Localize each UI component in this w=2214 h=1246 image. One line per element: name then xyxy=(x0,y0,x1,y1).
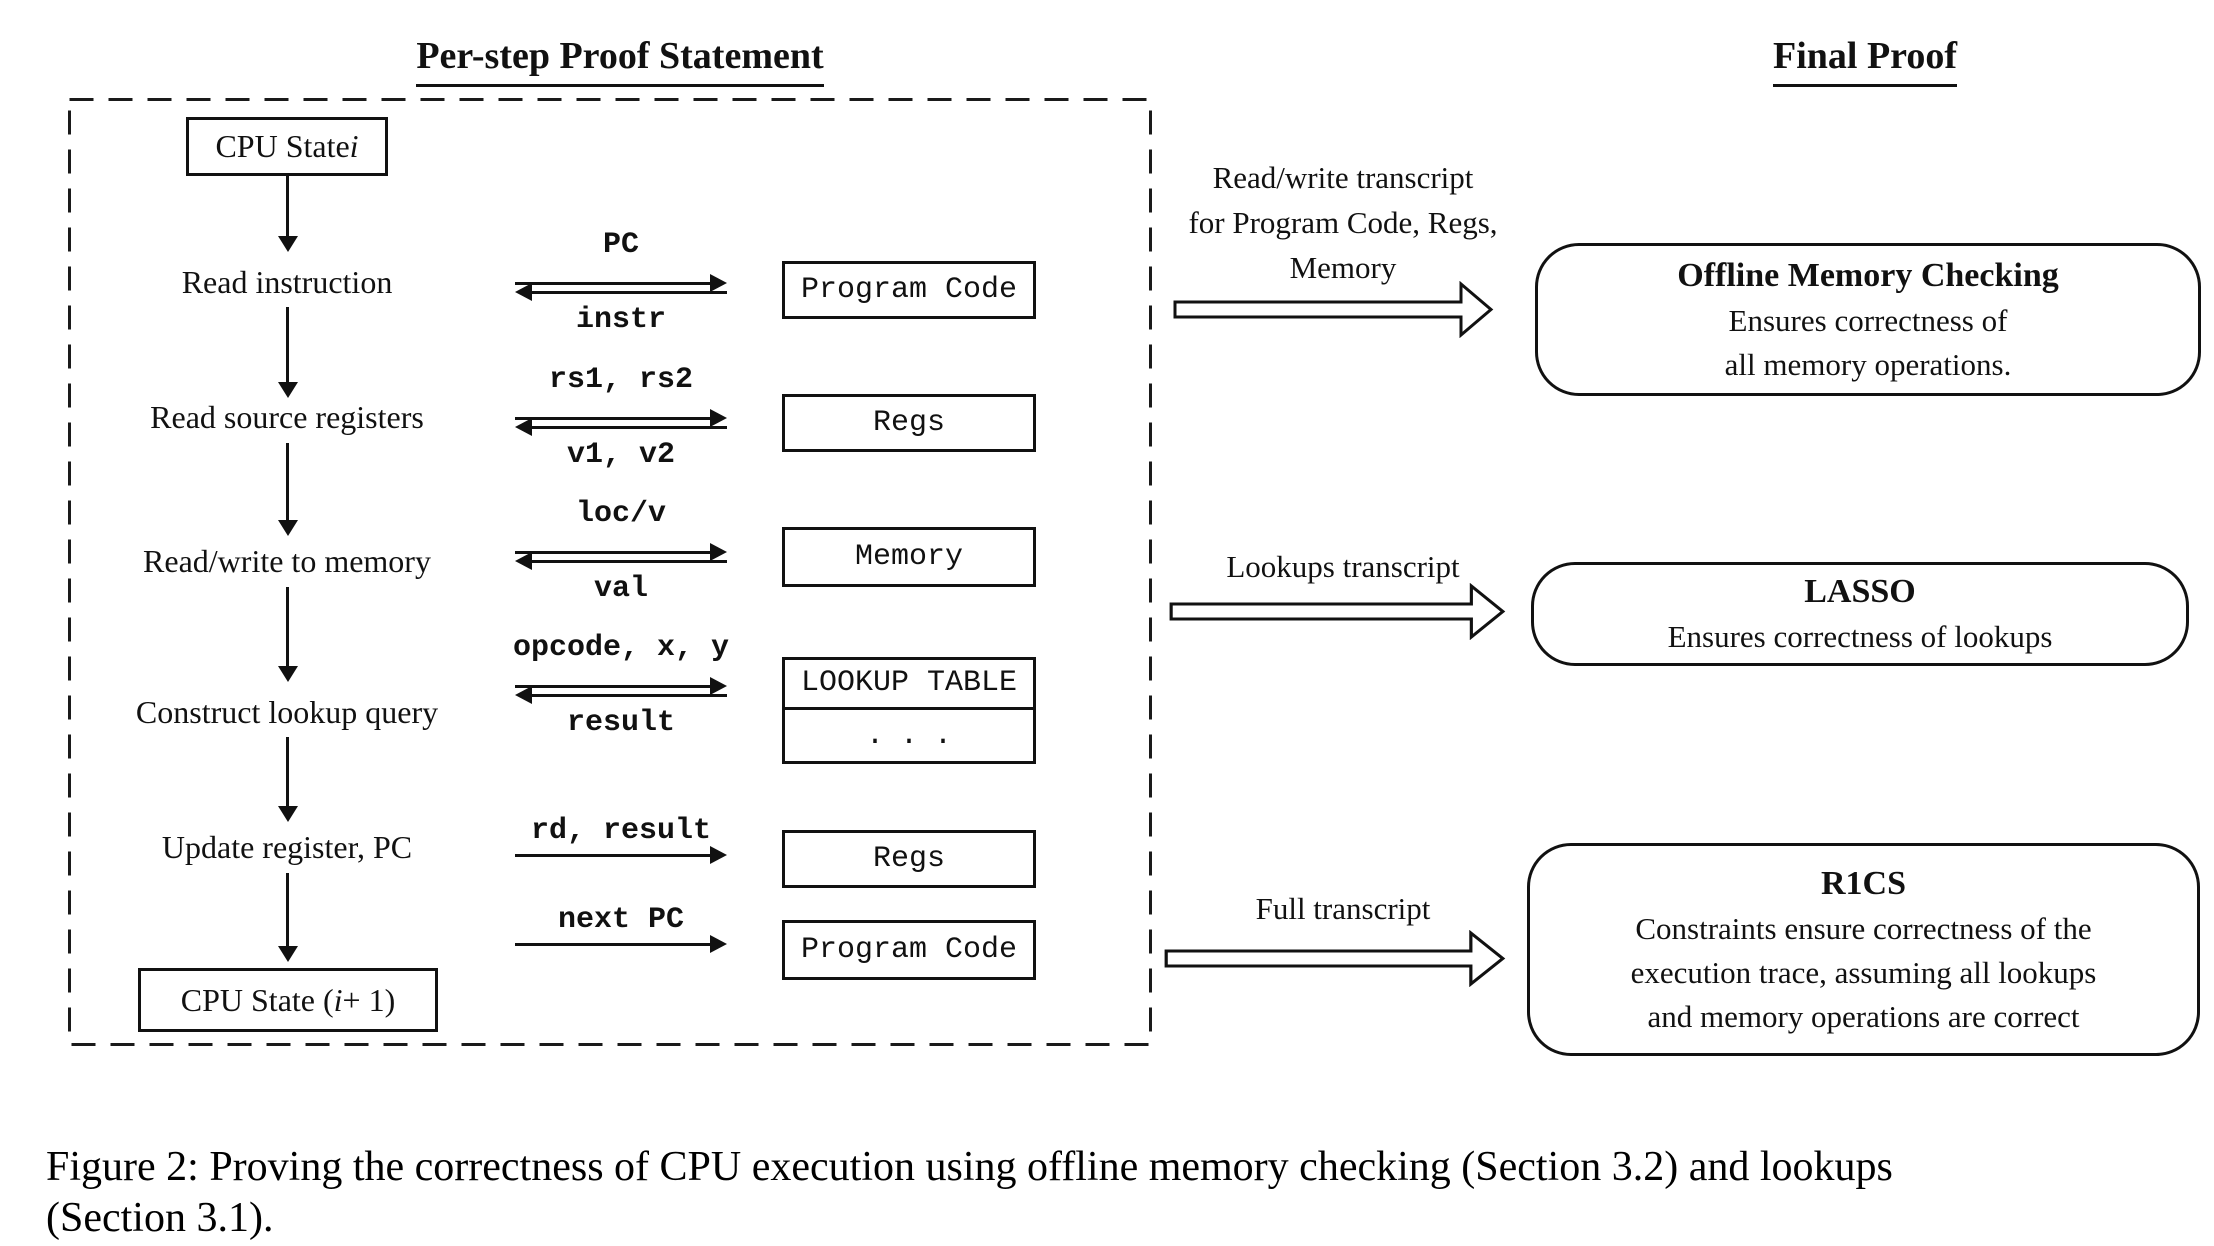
query-label-rs: rs1, rs2 xyxy=(548,363,694,397)
write-label-rd-result: rd, result xyxy=(530,814,712,848)
step-read-write-memory: Read/write to memory xyxy=(143,543,431,579)
step-read-instruction: Read instruction xyxy=(181,264,393,300)
caption-line-1: Figure 2: Proving the correctness of CPU… xyxy=(46,1144,1893,1190)
lookup-table-dots: ... xyxy=(865,718,968,753)
block-arrow-icon xyxy=(1169,583,1506,640)
transcript-line: Memory xyxy=(1289,250,1397,285)
lookup-table-header: LOOKUP TABLE xyxy=(785,660,1033,710)
proof-description-line: Constraints ensure correctness of the xyxy=(1635,910,2092,946)
lookup-table-box: LOOKUP TABLE ... xyxy=(782,657,1036,764)
left-arrow-icon xyxy=(515,686,727,704)
step-construct-lookup-query: Construct lookup query xyxy=(135,694,439,730)
transcript-label-lookups: Lookups transcript xyxy=(1147,544,1539,589)
left-arrow-icon xyxy=(515,418,727,436)
proof-description-line: all memory operations. xyxy=(1724,346,2012,382)
block-arrow-icon xyxy=(1173,281,1494,338)
proof-name: Offline Memory Checking xyxy=(1677,256,2059,294)
down-arrow-icon xyxy=(286,307,289,383)
lasso-box: LASSO Ensures correctness of lookups xyxy=(1531,562,2189,666)
cpu-state-i-text: CPU State xyxy=(215,128,350,164)
transcript-label-memory: Read/write transcript for Program Code, … xyxy=(1147,155,1539,290)
cpu-state-i-var: i xyxy=(349,128,359,164)
program-code-box: Program Code xyxy=(782,261,1036,319)
proof-description-line: execution trace, assuming all lookups xyxy=(1630,954,2097,990)
offline-memory-checking-box: Offline Memory Checking Ensures correctn… xyxy=(1535,243,2201,396)
query-label-pc: PC xyxy=(602,228,639,262)
cpu-state-i-plus-1-box: CPU State (i + 1) xyxy=(138,968,438,1032)
right-arrow-icon xyxy=(515,274,727,292)
step-read-source-registers: Read source registers xyxy=(150,399,424,435)
final-proof-title-text: Final Proof xyxy=(1772,34,1957,87)
cpu-state-end-var: i xyxy=(333,981,343,1018)
right-arrow-icon xyxy=(515,677,727,695)
left-arrow-icon xyxy=(515,283,727,301)
per-step-proof-title-text: Per-step Proof Statement xyxy=(416,34,824,87)
figure-caption: Figure 2: Proving the correctness of CPU… xyxy=(46,1142,2192,1244)
down-arrow-icon xyxy=(286,737,289,807)
transcript-line: Read/write transcript xyxy=(1212,160,1474,195)
r1cs-box: R1CS Constraints ensure correctness of t… xyxy=(1527,843,2200,1056)
memory-box: Memory xyxy=(782,527,1036,587)
cpu-state-i-box: CPU State i xyxy=(186,117,388,176)
proof-description-line: Ensures correctness of lookups xyxy=(1667,619,2053,654)
left-arrow-icon xyxy=(515,552,727,570)
proof-name: LASSO xyxy=(1804,573,1916,610)
right-arrow-icon xyxy=(515,409,727,427)
response-label-val: val xyxy=(593,572,648,606)
proof-description-line: and memory operations are correct xyxy=(1647,998,2080,1034)
query-label-opcode: opcode, x, y xyxy=(512,631,730,665)
final-proof-title: Final Proof xyxy=(1540,34,2190,87)
per-step-proof-title: Per-step Proof Statement xyxy=(90,34,1150,87)
proof-name: R1CS xyxy=(1820,864,1907,902)
query-label-loc: loc/v xyxy=(575,497,666,531)
step-update-register-pc: Update register, PC xyxy=(161,829,413,865)
write-label-next-pc: next PC xyxy=(557,903,685,937)
down-arrow-icon xyxy=(286,587,289,667)
proof-description-line: Ensures correctness of xyxy=(1728,302,2008,338)
down-arrow-icon xyxy=(286,173,289,237)
right-arrow-icon xyxy=(515,543,727,561)
caption-line-2: (Section 3.1). xyxy=(46,1195,274,1241)
transcript-line: Full transcript xyxy=(1255,891,1431,926)
response-label-instr: instr xyxy=(575,303,666,337)
transcript-label-full: Full transcript xyxy=(1147,886,1539,931)
cpu-state-end-text: CPU State ( xyxy=(180,981,334,1018)
regs-box-2: Regs xyxy=(782,830,1036,888)
program-code-box-2: Program Code xyxy=(782,920,1036,980)
down-arrow-icon xyxy=(286,873,289,947)
transcript-line: Lookups transcript xyxy=(1226,549,1460,584)
block-arrow-icon xyxy=(1164,930,1506,987)
cpu-state-end-rest: + 1) xyxy=(342,981,396,1018)
right-arrow-icon xyxy=(515,935,727,953)
response-label-result: result xyxy=(566,706,676,740)
regs-box: Regs xyxy=(782,394,1036,452)
right-arrow-icon xyxy=(515,846,727,864)
down-arrow-icon xyxy=(286,443,289,521)
transcript-line: for Program Code, Regs, xyxy=(1188,205,1498,240)
response-label-v: v1, v2 xyxy=(566,438,676,472)
